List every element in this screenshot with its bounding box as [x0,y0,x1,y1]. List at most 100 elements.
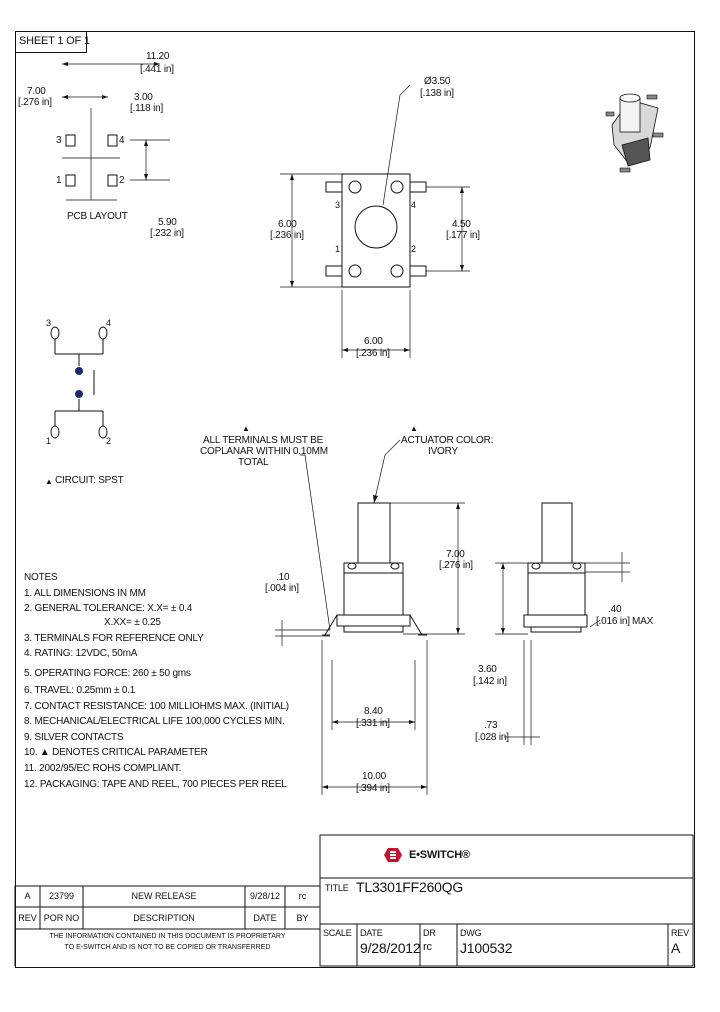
note-item: 12. PACKAGING: TAPE AND REEL, 700 PIECES… [24,779,287,790]
dwg-label: DWG [460,928,482,938]
by-cell: rc [298,891,307,901]
critical-marker: ▲ [242,424,250,433]
revision: A [671,940,681,956]
actuator-note-1: ACTUATOR COLOR: [401,435,494,446]
note-item: 8. MECHANICAL/ELECTRICAL LIFE 100,000 CY… [24,716,285,727]
pcb-layout-graphic [62,62,170,201]
rev-label: REV [671,928,689,938]
note-item: 7. CONTACT RESISTANCE: 100 MILLIOHMS MAX… [24,701,289,712]
date-label: DATE [360,928,383,938]
top-pin-2: 2 [411,244,416,254]
sheet-box [15,31,87,53]
pcb-dim-top: 11.20 [146,51,170,62]
side-lead-in: [.004 in] [265,583,299,594]
circuit-pin-3: 3 [46,318,51,328]
note-item: 10. ▲ DENOTES CRITICAL PARAMETER [24,747,208,758]
pcb-pin-3: 3 [56,135,62,146]
circuit-label: CIRCUIT: SPST [55,475,124,486]
rev-header: REV [18,913,37,923]
pcb-pin-1: 1 [56,175,62,186]
note-item: 1. ALL DIMENSIONS IN MM [24,588,146,599]
pcb-dim-side: 5.90 [158,217,177,228]
pcb-pin-2: 2 [119,175,125,186]
note-item: 3. TERMINALS FOR REFERENCE ONLY [24,633,204,644]
title-block-graphic [14,834,694,967]
circuit-pin-1: 1 [46,436,51,446]
switch-3d-graphic [605,93,664,173]
pcb-dim-left-in: [.276 in] [18,97,52,108]
note-item: X.XX= ± 0.25 [104,617,161,628]
coplanar-note-1: ALL TERMINALS MUST BE [203,435,324,446]
coplanar-note-2: COPLANAR WITHIN 0.10MM [200,446,328,457]
side-overall: 10.00 [362,771,387,782]
side-height-in: [.276 in] [439,560,473,571]
side-lead-w: .73 [484,720,498,731]
drawing-title: TL3301FF260QG [356,879,464,895]
desc-header: DESCRIPTION [133,913,195,923]
date-header: DATE [253,913,277,923]
top-pin-3: 3 [335,200,340,210]
top-dia: Ø3.50 [424,76,451,87]
top-pitch: 4.50 [452,219,471,230]
pcb-layout-label: PCB LAYOUT [67,211,128,222]
side-tol-in: [.016 in] [596,616,630,627]
top-width-in: [.236 in] [356,348,390,359]
note-item: 5. OPERATING FORCE: 260 ± 50 gms [24,668,191,679]
top-pitch-in: [.177 in] [446,230,480,241]
circuit-pin-4: 4 [106,318,111,328]
note-item: 6. TRAVEL: 0.25mm ± 0.1 [24,685,136,696]
top-view-graphic [280,84,470,358]
title-label: TITLE [325,883,349,893]
drawing-number: J100532 [460,940,513,956]
pcb-dim-top-in: [.441 in] [140,64,174,75]
side-view-2-graphic [495,502,630,745]
proprietary-notice: THE INFORMATION CONTAINED IN THIS DOCUME… [49,933,286,940]
top-width: 6.00 [364,336,383,347]
side-tol-max: MAX [632,616,654,627]
por-header: POR NO [43,913,80,923]
side-height: 7.00 [446,549,465,560]
actuator-note-2: IVORY [428,446,458,457]
pcb-dim-mid-in: [.118 in] [130,103,164,114]
drawing-frame [15,31,695,968]
pcb-pin-4: 4 [119,135,125,146]
side-body-h: 3.60 [478,664,497,675]
brand-logo-text: E•SWITCH® [409,849,470,861]
notes-title: NOTES [24,572,58,583]
pcb-dim-mid: 3.00 [134,92,153,103]
proprietary-notice: TO E-SWITCH AND IS NOT TO BE COPIED OR T… [64,944,271,951]
date-cell: 9/28/12 [249,891,281,901]
rev-cell: A [24,891,31,901]
by-header: BY [296,913,309,923]
top-pin-1: 1 [335,244,340,254]
scale-label: SCALE [323,928,352,938]
side-body-h-in: [.142 in] [473,676,507,687]
pcb-dim-left: 7.00 [27,86,46,97]
note-item: 4. RATING: 12VDC, 50mA [24,648,138,659]
desc-cell: NEW RELEASE [131,891,197,901]
critical-marker: ▲ [410,424,418,433]
side-view-graphic [275,439,465,795]
sheet-label: SHEET 1 OF 1 [19,35,90,47]
side-tol: .40 [608,604,622,615]
top-dia-in: [.138 in] [420,88,454,99]
top-height-in: [.236 in] [270,230,304,241]
note-item: 9. SILVER CONTACTS [24,732,124,743]
drawing-date: 9/28/2012 [360,940,421,956]
pcb-dim-side-in: [.232 in] [150,228,184,239]
circuit-pin-2: 2 [106,436,111,446]
coplanar-note-3: TOTAL [238,457,269,468]
note-item: 2. GENERAL TOLERANCE: X.X= ± 0.4 [24,603,193,614]
side-lead-w-in: [.028 in] [475,732,509,743]
side-span: 8.40 [364,706,383,717]
side-overall-in: [.394 in] [356,783,390,794]
por-cell: 23799 [48,891,75,901]
drawn-by: rc [423,941,432,953]
side-span-in: [.331 in] [356,718,390,729]
critical-marker: ▲ [45,477,53,486]
top-pin-4: 4 [411,200,416,210]
note-item: 11. 2002/95/EC ROHS COMPLIANT. [24,763,182,774]
side-lead: .10 [276,572,290,583]
circuit-graphic [50,326,108,439]
